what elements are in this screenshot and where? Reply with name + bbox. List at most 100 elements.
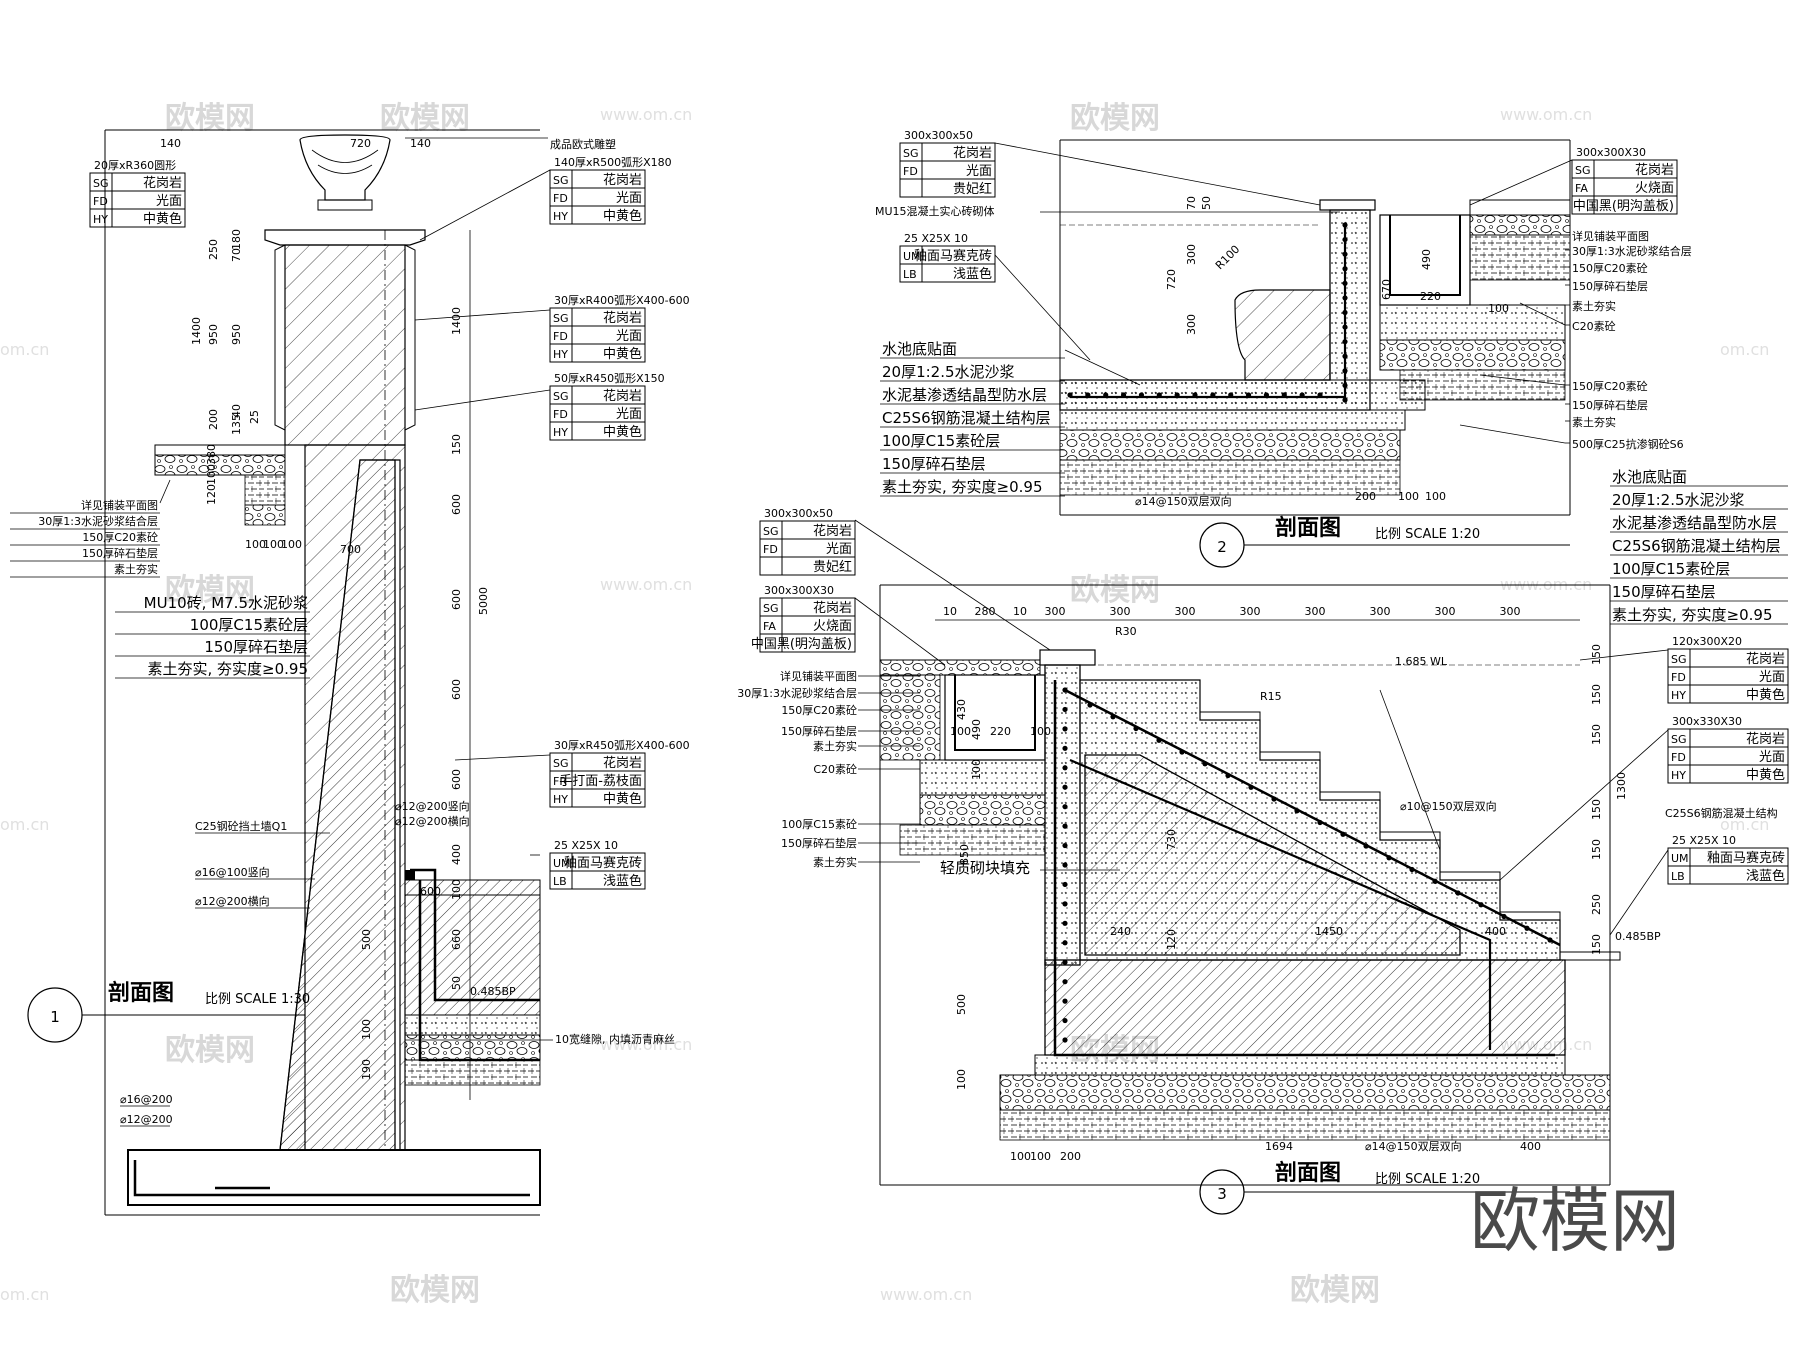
callout-value: 釉面马赛克砖 [1707, 850, 1785, 866]
leader-line [994, 254, 1091, 361]
leader-line [159, 479, 171, 504]
callout-code: SG [553, 312, 569, 325]
detail-number: 3 [1217, 1185, 1227, 1203]
callout-code: UM [553, 857, 571, 870]
dimension-text: 600 [450, 494, 463, 515]
watermark-text: 欧模网 [1070, 101, 1160, 136]
right-note-2: 素土夯实 [1572, 299, 1616, 313]
dimension-text: 100 [245, 538, 266, 551]
callout-title: 25 X25X 10 [1672, 834, 1736, 847]
stair-rebar-dot [1547, 937, 1553, 943]
callout-title: 30厚xR400弧形X400-600 [554, 293, 690, 307]
note-text: 100厚C15素砼层 [1612, 560, 1730, 578]
watermark-text: 欧模网 [1070, 573, 1160, 608]
stair-rebar-dot [1501, 913, 1507, 920]
note-brick: MU15混凝土实心砖砌体 [875, 204, 995, 218]
callout-code: SG [1575, 164, 1591, 177]
dimension-text: 100 [360, 1019, 373, 1040]
label-elevation-bp: 0.485BP [470, 985, 516, 998]
urn-sculpture [299, 134, 391, 201]
pool-slab [404, 894, 541, 1016]
watermark-text: 欧模网 [165, 1033, 255, 1068]
stair-rebar-2 [1069, 758, 1492, 1050]
pool-main-slab [1044, 959, 1566, 1056]
dimension-text: 950 [207, 324, 220, 345]
callout-value: 花岗岩 [813, 523, 852, 539]
label-structure-3: C25S6钢筋混凝土结构 [1665, 806, 1778, 820]
note-text: 150厚碎石垫层 [1612, 583, 1716, 601]
leader-line [1609, 849, 1669, 936]
callout-code: FD [553, 330, 568, 343]
stair-rebar-dot [1133, 725, 1139, 732]
stair-rebar-dot [1087, 702, 1093, 708]
watermark-url: om.cn [1720, 815, 1769, 834]
dimension-text: 200 [1355, 490, 1376, 503]
right-gravel-2 [1379, 339, 1566, 371]
pool-wall-3 [1044, 664, 1081, 966]
callout-value: 花岗岩 [603, 388, 642, 404]
wall-rebar-dot-3 [1062, 804, 1068, 810]
note-text: 素土夯实, 夯实度≥0.95 [147, 660, 308, 678]
paving-gravel-3 [879, 659, 1041, 676]
dimension-text: 300 [1185, 314, 1198, 335]
right-note-2: 详见铺装平面图 [1572, 229, 1649, 243]
label-rebar-14: ⌀14@150双层双向 [1365, 1139, 1462, 1153]
watermark-text: 欧模网 [165, 101, 255, 136]
dimension-text: 40 [230, 404, 243, 418]
leader-line [994, 142, 1321, 206]
callout-code: HY [1671, 769, 1686, 782]
left-note-3: 详见铺装平面图 [780, 669, 857, 683]
callout-row [1667, 865, 1789, 885]
dimension-text: 100 [205, 464, 218, 485]
callout-value: 釉面马赛克砖 [914, 248, 992, 264]
dimension-text: 25 [248, 410, 261, 424]
step-cap [1319, 791, 1381, 801]
stair-rebar-dot [1179, 749, 1185, 755]
callout-code: FD [763, 543, 778, 556]
urn-ornament [311, 149, 379, 174]
leader-line [1579, 649, 1669, 661]
dimension-text: 100 [1030, 1150, 1051, 1163]
note-text: 150厚C20素砼 [82, 531, 158, 544]
left-note-3: 150厚碎石垫层 [781, 724, 857, 738]
watermark-text: 欧模网 [380, 101, 470, 136]
note-text: 20厚1:2.5水泥沙浆 [882, 363, 1015, 381]
callout-code: FD [903, 165, 918, 178]
callout-value: 花岗岩 [813, 600, 852, 616]
callout-title: 120x300X20 [1672, 635, 1742, 648]
right-note-2: 150厚碎石垫层 [1572, 398, 1648, 412]
dimension-text: 100 [1030, 725, 1051, 738]
dimension-text: 140 [410, 137, 431, 150]
label-waterline-wl: 1.685 WL [1395, 655, 1448, 668]
dimension-text: 1300 [1615, 772, 1628, 800]
stair-rebar-dot [1317, 819, 1323, 826]
callout-code: HY [1671, 689, 1686, 702]
pillar-cap [264, 229, 426, 246]
dimension-text-top: 300 [1110, 605, 1131, 618]
pool-notes-2: 水池底贴面20厚1:2.5水泥沙浆水泥基渗透结晶型防水层C25S6钢筋混凝土结构… [880, 340, 1065, 497]
note-text: 素土夯实, 夯实度≥0.95 [1612, 606, 1773, 624]
dimension-text: 100 [1398, 490, 1419, 503]
note-text: C25S6钢筋混凝土结构层 [882, 409, 1051, 427]
callout-title: 25 X25X 10 [904, 232, 968, 245]
callout-value: 花岗岩 [143, 175, 182, 191]
wall-rebar-dot-3 [1062, 940, 1068, 946]
note-text: 20厚1:2.5水泥沙浆 [1612, 491, 1745, 509]
dimension-text-top: 10 [943, 605, 957, 618]
callout-row [1667, 684, 1789, 704]
wall-rebar-dot-3 [1062, 745, 1068, 751]
leader-line [1064, 349, 1141, 386]
wall-rebar-dot-3 [1062, 1037, 1068, 1043]
dimension-text: 600 [420, 885, 441, 898]
stair-rebar-dot [1386, 855, 1392, 861]
left-note-3: 30厚1:3水泥砂浆结合层 [737, 686, 857, 700]
dimension-text: 150 [1590, 799, 1603, 820]
rebar-label-2: ⌀14@150双层双向 [1135, 494, 1232, 508]
callout-title: 300x300x50 [764, 507, 833, 520]
brand-logo-text: 欧模网 [1470, 1180, 1680, 1262]
